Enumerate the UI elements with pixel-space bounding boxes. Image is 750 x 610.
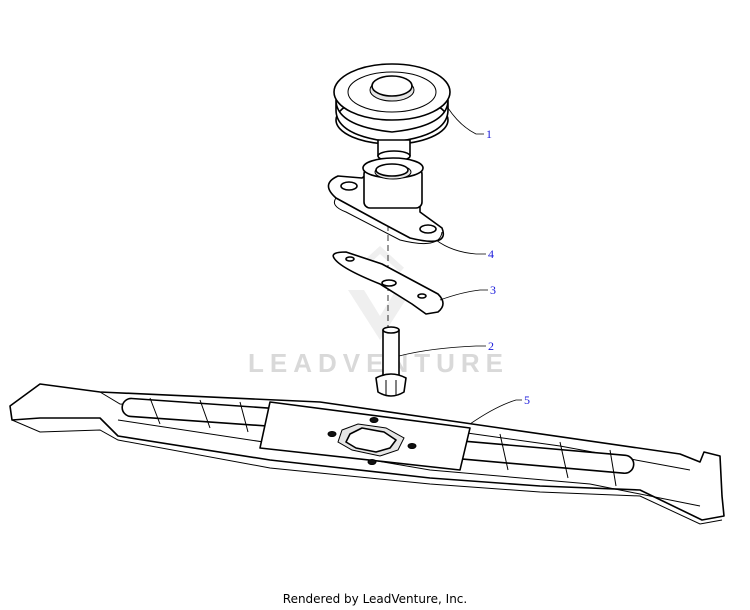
callout-label-2: 2 — [488, 339, 494, 353]
callout-5: 5 — [469, 393, 530, 425]
callout-3: 3 — [439, 283, 496, 301]
bolt-part — [375, 326, 407, 397]
callout-2: 2 — [398, 339, 494, 357]
watermark: LEADVENTURE — [248, 245, 509, 378]
watermark-text: LEADVENTURE — [248, 348, 509, 378]
bearing-housing-part — [327, 157, 445, 245]
callout-label-4: 4 — [488, 247, 494, 261]
callout-label-1: 1 — [486, 127, 492, 141]
callout-4: 4 — [435, 239, 494, 261]
callout-label-5: 5 — [524, 393, 530, 407]
pulley-part — [333, 63, 451, 162]
callout-label-3: 3 — [490, 283, 496, 297]
callout-1: 1 — [447, 107, 492, 141]
mower-blade-part — [9, 383, 725, 525]
footer-credit: Rendered by LeadVenture, Inc. — [282, 592, 468, 606]
adapter-plate-part — [332, 251, 444, 315]
